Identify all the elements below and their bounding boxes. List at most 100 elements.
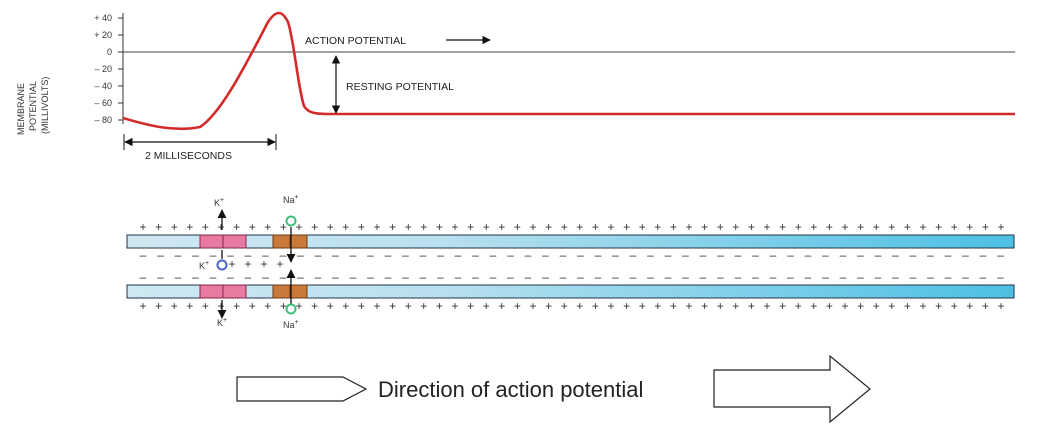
positive-charge: + [763,299,770,313]
positive-charge: + [748,299,755,313]
positive-charge: + [327,299,334,313]
positive-charge: + [795,299,802,313]
action-potential-label: ACTION POTENTIAL [305,35,406,47]
negative-charge: – [962,270,969,284]
negative-charge: – [822,270,829,284]
negative-charge: – [892,270,899,284]
positive-charge: + [592,299,599,313]
positive-charge: + [561,299,568,313]
negative-charge: – [315,270,322,284]
positive-charge: + [685,220,692,234]
positive-charge: + [436,299,443,313]
negative-charge: – [350,270,357,284]
negative-charge: – [770,270,777,284]
positive-charge: + [810,299,817,313]
negative-charge: – [367,270,374,284]
positive-charge: + [451,220,458,234]
lower-membrane [126,284,1015,299]
negative-charge: – [595,248,602,262]
positive-charge: + [405,220,412,234]
local-inside-positive-charges: ++++ [228,257,283,271]
negative-charge: – [490,270,497,284]
positive-charge: + [997,220,1004,234]
positive-charge: + [514,299,521,313]
positive-charge: + [732,220,739,234]
negative-charge: – [175,270,182,284]
negative-charge: – [927,248,934,262]
positive-charge: + [451,299,458,313]
negative-charge: – [840,270,847,284]
negative-charge: – [577,270,584,284]
negative-charge: – [472,270,479,284]
negative-charge: – [612,270,619,284]
y-tick-label: – 20 [94,64,112,74]
negative-charge: – [647,248,654,262]
na-ion-outside-bottom [285,303,297,315]
negative-charge: – [822,248,829,262]
negative-charge: – [682,248,689,262]
negative-charge: – [175,248,182,262]
negative-charge: – [857,248,864,262]
action-potential-trace [122,11,1015,131]
outside-charges-bottom: ++++++++++++++++++++++++++++++++++++++++… [139,299,1004,313]
negative-charge: – [717,270,724,284]
y-axis-title: MEMBRANE POTENTIAL (MILLIVOLTS) [16,77,50,135]
negative-charge: – [157,248,164,262]
negative-charge: – [490,248,497,262]
positive-charge: + [311,220,318,234]
positive-charge: + [260,257,267,271]
negative-charge: – [157,270,164,284]
positive-charge: + [639,299,646,313]
negative-charge: – [350,248,357,262]
positive-charge: + [873,299,880,313]
positive-charge: + [982,220,989,234]
negative-charge: – [420,248,427,262]
negative-charge: – [665,270,672,284]
y-tick-label: 0 [107,47,112,57]
positive-charge: + [670,220,677,234]
direction-arrow-large [713,354,871,424]
negative-charge: – [280,248,287,262]
positive-charge: + [545,299,552,313]
negative-charge: – [945,270,952,284]
positive-charge: + [529,299,536,313]
negative-charge: – [437,248,444,262]
negative-charge: – [595,270,602,284]
positive-charge: + [576,220,583,234]
positive-charge: + [529,220,536,234]
negative-charge: – [647,270,654,284]
k-ion-label-bottom: K+ [217,317,227,328]
k-ion-inside [216,259,228,271]
positive-charge: + [171,220,178,234]
na-ion-outside-top [285,215,297,227]
positive-charge: + [857,299,864,313]
y-tick-label: – 60 [94,98,112,108]
na-ion-label-bottom: Na+ [283,319,299,330]
positive-charge: + [217,220,224,234]
negative-charge: – [385,248,392,262]
positive-charge: + [405,299,412,313]
positive-charge: + [171,299,178,313]
negative-charge: – [735,270,742,284]
negative-charge: – [245,270,252,284]
positive-charge: + [514,220,521,234]
positive-charge: + [139,299,146,313]
negative-charge: – [297,248,304,262]
positive-charge: + [498,220,505,234]
direction-arrow-small [236,376,368,402]
negative-charge: – [192,270,199,284]
negative-charge: – [910,270,917,284]
negative-charge: – [787,270,794,284]
negative-charge: – [717,248,724,262]
negative-charge: – [525,248,532,262]
positive-charge: + [904,299,911,313]
y-axis-title-line-3: (MILLIVOLTS) [40,77,50,134]
y-axis-ticks: + 40+ 200– 20– 40– 60– 80 [94,13,123,125]
negative-charge: – [665,248,672,262]
positive-charge: + [545,220,552,234]
negative-charge: – [542,270,549,284]
negative-charge: – [577,248,584,262]
positive-charge: + [244,257,251,271]
positive-charge: + [623,299,630,313]
positive-charge: + [576,299,583,313]
